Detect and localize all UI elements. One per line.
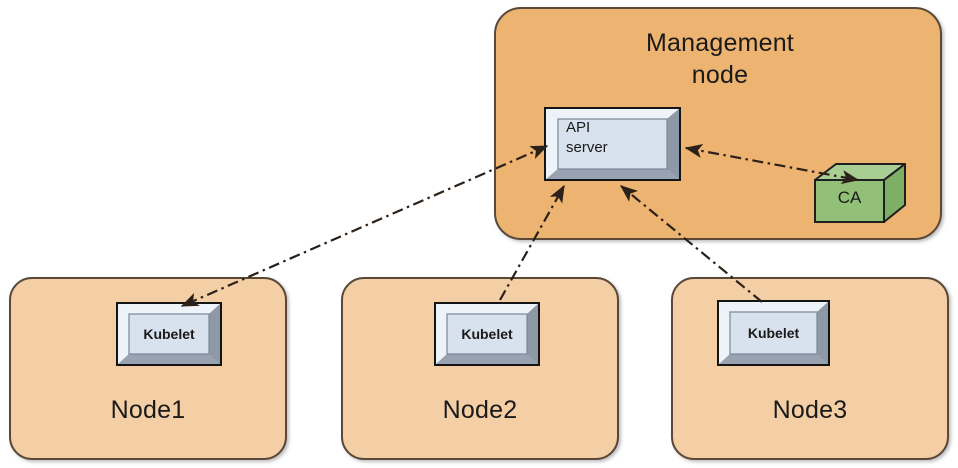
edge-node2-kubelet-api-server[interactable]	[499, 184, 565, 301]
node3-kubelet-box[interactable]	[717, 300, 830, 366]
edge-api-server-node1-kubelet[interactable]	[180, 144, 549, 308]
node1-kubelet-box[interactable]	[116, 302, 222, 366]
edge-api-server-ca[interactable]	[684, 144, 860, 184]
api-server-box[interactable]	[544, 107, 681, 181]
edge-node3-kubelet-api-server[interactable]	[619, 185, 763, 303]
